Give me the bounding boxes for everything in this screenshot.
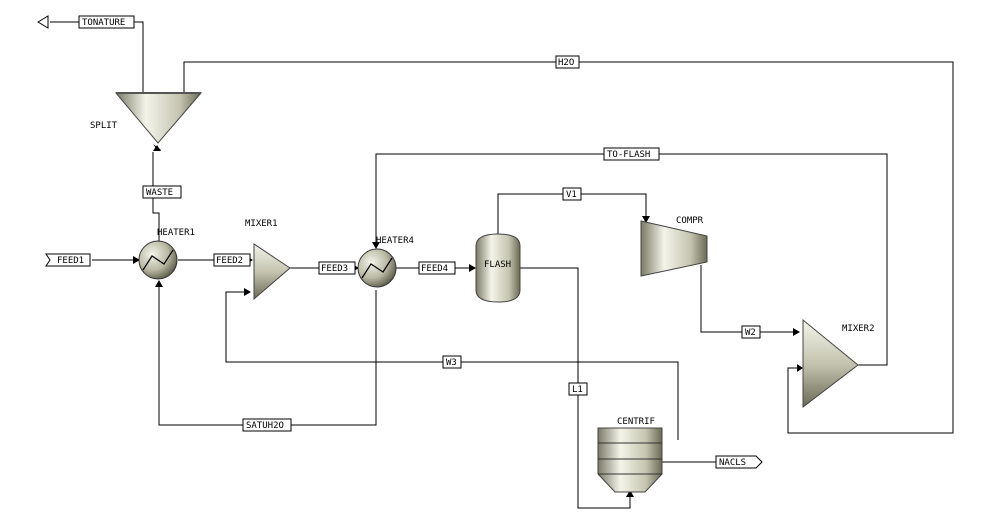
stream-tag-feed1[interactable]: FEED1	[45, 253, 91, 267]
svg-text:TONATURE: TONATURE	[82, 18, 125, 28]
stream-tag-tonature[interactable]: TONATURE	[78, 15, 135, 29]
stream-line-w2[interactable]	[700, 265, 797, 333]
svg-text:L1: L1	[572, 385, 583, 395]
heat-exchanger-icon	[142, 249, 174, 271]
compr-label: COMPR	[676, 216, 704, 226]
heater1-label: HEATER1	[157, 228, 195, 238]
heater4-label: HEATER4	[376, 236, 414, 246]
svg-text:FEED2: FEED2	[216, 256, 243, 266]
svg-text:V1: V1	[566, 190, 577, 200]
stream-line-to-flash[interactable]	[375, 153, 888, 366]
mixer2-block[interactable]	[802, 318, 859, 409]
mixer1-block[interactable]	[253, 243, 291, 301]
flash-block[interactable]	[475, 233, 521, 303]
w3-arrow-icon	[244, 288, 251, 296]
compr-block[interactable]	[640, 220, 708, 277]
stream-line-w3[interactable]	[225, 291, 679, 440]
svg-text:W3: W3	[446, 358, 457, 368]
stream-tag-feed4[interactable]: FEED4	[418, 261, 456, 275]
svg-text:TO-FLASH: TO-FLASH	[607, 150, 650, 160]
v1-arrow-icon	[642, 216, 650, 223]
svg-text:FEED4: FEED4	[421, 264, 448, 274]
stream-tag-w3[interactable]: W3	[442, 355, 462, 369]
split-block[interactable]	[114, 92, 203, 144]
stream-tag-h2o[interactable]: H2O	[555, 55, 580, 69]
svg-text:SATUH2O: SATUH2O	[246, 421, 284, 431]
svg-text:FEED3: FEED3	[321, 264, 348, 274]
stream-tag-feed2[interactable]: FEED2	[213, 253, 251, 267]
stream-line-tonature[interactable]	[50, 21, 144, 92]
svg-text:W2: W2	[745, 328, 756, 338]
stream-line-h2o[interactable]	[183, 61, 954, 434]
feed1-arrow-icon	[133, 256, 140, 264]
waste-arrowhead-icon	[153, 145, 161, 151]
mixer2-label: MIXER2	[842, 324, 875, 334]
tonature-arrow-icon	[37, 15, 49, 29]
stream-tag-l1[interactable]: L1	[568, 382, 588, 396]
stream-line-l1[interactable]	[520, 267, 631, 509]
stream-tag-feed3[interactable]: FEED3	[318, 261, 356, 275]
stream-line-waste[interactable]	[152, 152, 160, 241]
heat-exchanger-icon	[361, 257, 393, 279]
stream-tag-v1[interactable]: V1	[562, 187, 582, 201]
stream-tag-to-flash[interactable]: TO-FLASH	[603, 147, 660, 161]
heater1-block[interactable]	[138, 240, 178, 280]
centrif-label: CENTRIF	[617, 417, 655, 427]
mixer1-label: MIXER1	[245, 219, 278, 229]
h2o-arrow-icon	[797, 364, 803, 372]
centrif-block[interactable]	[597, 427, 663, 493]
svg-text:H2O: H2O	[558, 58, 574, 68]
to-flash-arrow-icon	[372, 242, 380, 249]
heater4-block[interactable]	[357, 248, 397, 288]
svg-text:NACLS: NACLS	[719, 458, 746, 468]
satuh2o-arrow-icon	[155, 280, 163, 287]
svg-text:FEED1: FEED1	[57, 256, 84, 266]
flash-label: FLASH	[484, 260, 511, 270]
feed4-arrow-icon	[469, 264, 476, 272]
split-label: SPLIT	[90, 121, 118, 131]
stream-tag-w2[interactable]: W2	[741, 325, 761, 339]
stream-tag-nacls[interactable]: NACLS	[715, 455, 763, 469]
stream-line-satuh2o[interactable]	[158, 285, 377, 426]
stream-tag-satuh2o[interactable]: SATUH2O	[242, 418, 292, 432]
w2-arrow-icon	[793, 328, 800, 336]
stream-tag-waste[interactable]: WASTE	[142, 185, 182, 199]
l1-arrow-icon	[626, 490, 634, 497]
svg-text:WASTE: WASTE	[146, 188, 173, 198]
